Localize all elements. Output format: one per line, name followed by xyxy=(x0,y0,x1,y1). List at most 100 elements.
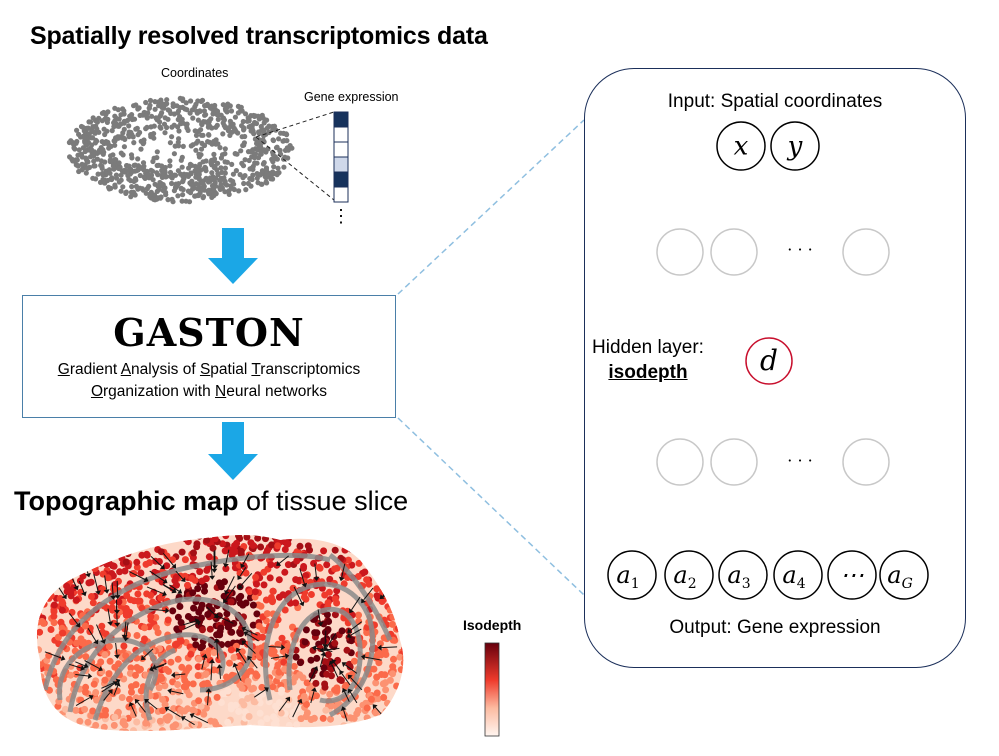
gradient-arrow xyxy=(210,561,213,576)
topo-point xyxy=(218,535,226,536)
topo-point xyxy=(368,732,375,739)
scatter-point xyxy=(204,102,210,109)
topo-point xyxy=(275,732,282,739)
topographic-map-title: Topographic map of tissue slice xyxy=(14,486,408,517)
scatter-point xyxy=(154,188,160,194)
topo-point xyxy=(64,563,72,571)
topo-point xyxy=(331,546,339,554)
scatter-point xyxy=(160,182,166,188)
topo-point xyxy=(373,572,381,580)
topo-point xyxy=(226,546,234,554)
scatter-point xyxy=(187,189,193,195)
gradient-arrow xyxy=(240,572,253,587)
topo-point xyxy=(204,611,212,618)
scatter-point xyxy=(206,123,213,129)
topo-point xyxy=(224,640,232,648)
gradient-arrow xyxy=(150,556,163,567)
scatter-point xyxy=(255,180,261,186)
topo-point xyxy=(363,732,370,739)
gradient-arrow xyxy=(314,563,317,578)
topo-point xyxy=(91,565,99,573)
topo-point xyxy=(68,570,76,578)
topo-point xyxy=(389,577,397,585)
gradient-arrowhead xyxy=(240,563,246,568)
gradient-arrow xyxy=(383,568,395,581)
topo-point xyxy=(268,541,276,549)
scatter-point xyxy=(238,148,244,154)
scatter-point xyxy=(215,141,221,147)
gaston-name: GASTON xyxy=(113,310,305,355)
gradient-arrow xyxy=(184,718,195,726)
gradient-arrow xyxy=(319,655,324,668)
topo-point xyxy=(174,613,182,621)
topo-point xyxy=(263,715,271,723)
scatter-point xyxy=(176,128,182,134)
topo-point xyxy=(41,589,49,596)
topo-point xyxy=(147,613,155,621)
scatter-point xyxy=(220,116,226,122)
topo-point xyxy=(324,651,332,659)
topo-point xyxy=(328,672,335,680)
topo-point xyxy=(190,707,198,715)
scatter-point xyxy=(67,154,73,160)
topo-point xyxy=(382,679,389,687)
gradient-arrowhead xyxy=(128,702,135,707)
gaston-subtitle-line2: Organization with Neural networks xyxy=(23,383,395,401)
topo-point xyxy=(101,676,109,684)
topo-point xyxy=(69,546,77,554)
topo-point xyxy=(295,732,302,739)
scatter-point xyxy=(109,157,115,164)
scatter-point xyxy=(196,171,202,177)
topo-point xyxy=(105,643,113,650)
topo-point xyxy=(175,698,183,706)
gradient-arrowhead xyxy=(236,647,241,653)
topo-point xyxy=(340,535,348,536)
topo-point xyxy=(122,558,130,566)
scatter-point xyxy=(131,140,137,146)
topo-point xyxy=(189,680,197,688)
topo-point xyxy=(364,556,372,564)
topo-point xyxy=(107,535,115,542)
expression-cell xyxy=(333,126,349,143)
topo-point xyxy=(403,724,410,731)
scatter-point xyxy=(232,114,238,120)
scatter-point xyxy=(102,159,108,165)
gradient-arrow xyxy=(315,647,333,652)
gradient-arrowhead xyxy=(297,698,303,704)
scatter-point xyxy=(225,101,231,107)
topo-point xyxy=(284,642,292,650)
scatter-point xyxy=(126,123,132,129)
scatter-point xyxy=(137,172,143,179)
gaston-box: GASTON Gradient Analysis of Spatial Tran… xyxy=(22,295,396,418)
topo-point xyxy=(113,535,121,543)
scatter-point xyxy=(270,152,276,158)
topo-point xyxy=(202,670,210,678)
scatter-point xyxy=(255,113,261,119)
gradient-arrow xyxy=(292,702,301,718)
gradient-arrowhead xyxy=(313,576,320,581)
topo-point xyxy=(69,547,77,555)
gradient-arrow xyxy=(174,673,186,676)
topo-point xyxy=(57,618,65,626)
topo-point xyxy=(119,732,126,739)
topo-point xyxy=(338,535,346,540)
gradient-arrowhead xyxy=(347,674,353,680)
topo-point xyxy=(138,694,145,702)
topo-point xyxy=(354,573,362,580)
topo-point xyxy=(181,676,189,684)
topo-point xyxy=(242,569,250,577)
scatter-point xyxy=(86,131,92,137)
topo-point xyxy=(389,558,397,566)
gradient-arrowhead xyxy=(311,687,317,692)
gradient-arrow xyxy=(333,662,342,672)
topo-point xyxy=(373,570,381,578)
topo-point xyxy=(348,714,355,722)
topo-point xyxy=(321,658,329,666)
topo-point xyxy=(64,535,72,541)
scatter-point xyxy=(145,172,151,178)
scatter-point xyxy=(148,132,154,138)
topo-point xyxy=(38,722,46,730)
topo-point xyxy=(269,683,277,691)
topo-point xyxy=(90,680,98,688)
topo-point xyxy=(301,638,309,646)
